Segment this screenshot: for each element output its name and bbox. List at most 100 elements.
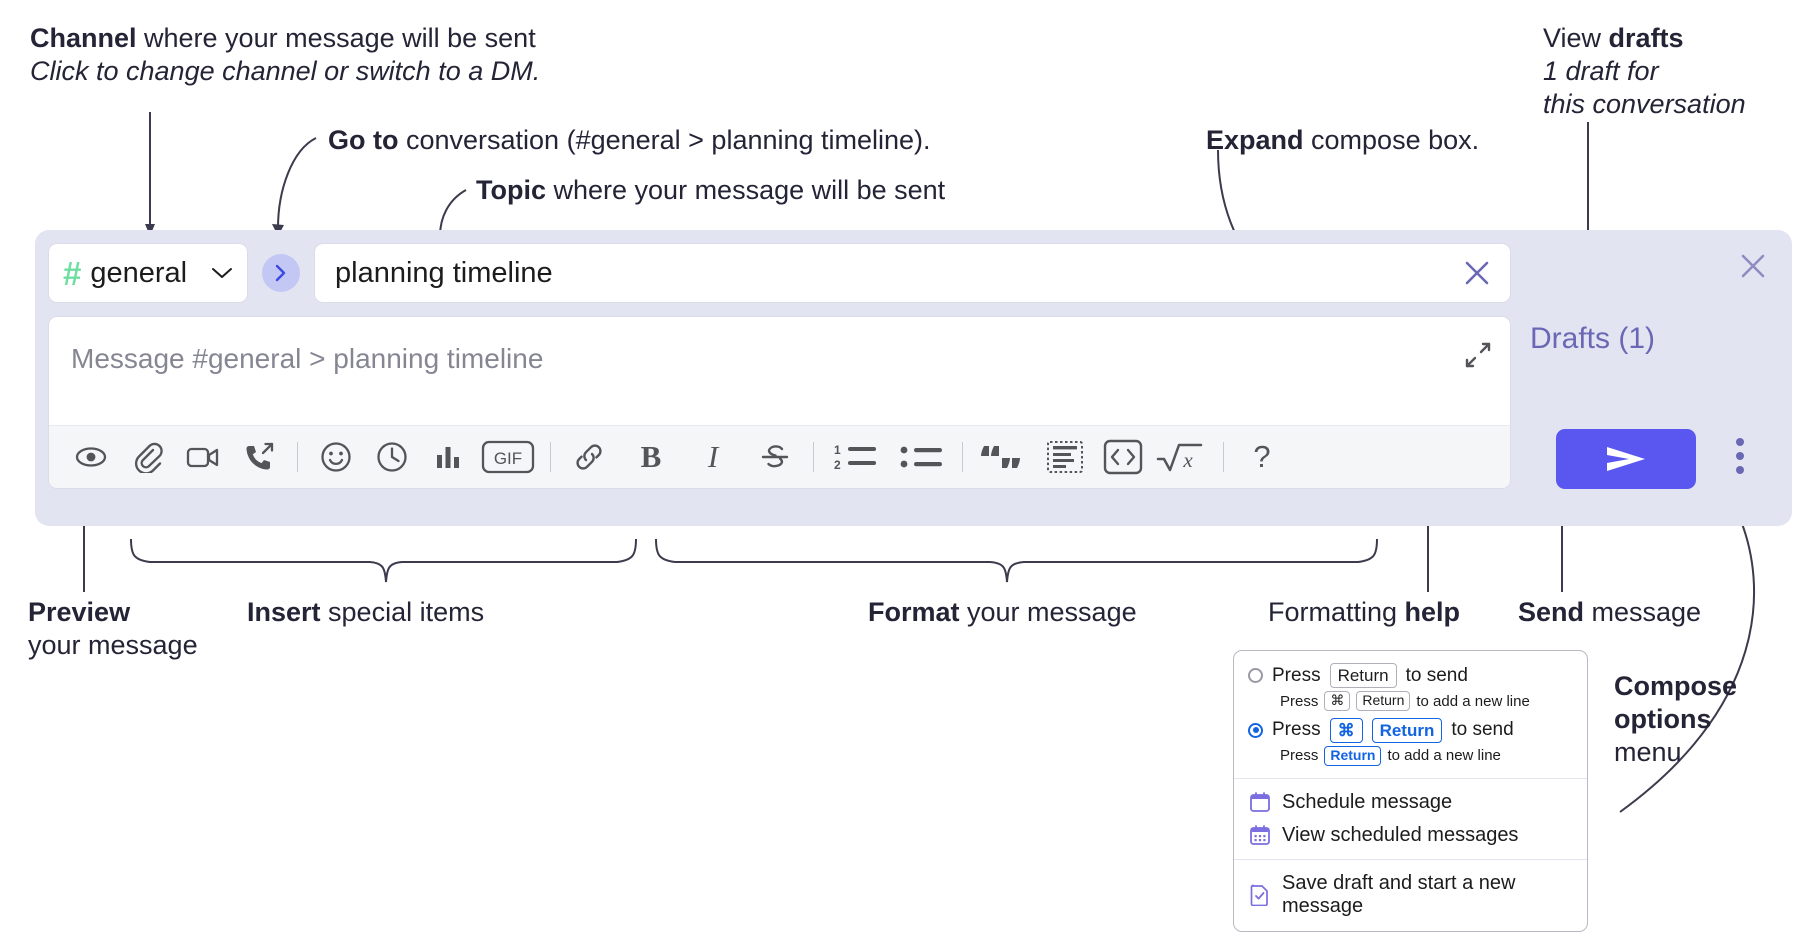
close-icon[interactable]: [1736, 249, 1770, 283]
annotation-compose-rest: menu: [1614, 736, 1682, 767]
annotation-topic-rest: where your message will be sent: [546, 175, 946, 205]
option1-suffix: to send: [1405, 664, 1468, 686]
option2-press: Press: [1272, 719, 1321, 741]
annotation-channel: Channel where your message will be sent …: [30, 22, 540, 88]
radio-icon-cmd-return[interactable]: [1248, 722, 1263, 738]
compose-options-menu-button[interactable]: [1736, 438, 1744, 474]
annotation-help-plain: Formatting: [1268, 597, 1405, 627]
annotation-preview-rest: your message: [28, 629, 198, 660]
kbd-cmd: ⌘: [1324, 691, 1351, 711]
strikethrough-icon[interactable]: [751, 433, 799, 481]
kbd-return: Return: [1329, 663, 1397, 689]
option1-sub-suffix: to add a new line: [1416, 692, 1530, 710]
emoji-icon[interactable]: [312, 433, 360, 481]
annotation-format-bold: Format: [868, 597, 960, 627]
message-placeholder: Message #general > planning timeline: [71, 343, 544, 374]
radio-icon-return[interactable]: [1248, 668, 1263, 684]
kbd-return-blue-sm: Return: [1324, 746, 1382, 766]
annotation-drafts-bold: drafts: [1608, 23, 1684, 53]
annotation-drafts-line2: 1 draft for: [1543, 55, 1659, 86]
annotation-topic: Topic where your message will be sent: [476, 174, 945, 207]
attachment-icon[interactable]: [123, 433, 171, 481]
annotation-compose-bold2: options: [1614, 703, 1712, 734]
kbd-return-sm: Return: [1356, 691, 1411, 711]
huddle-schedule-icon[interactable]: [368, 433, 416, 481]
toolbar-divider-4: [962, 442, 963, 472]
menu-divider-2: [1234, 858, 1587, 860]
italic-icon[interactable]: I: [707, 439, 719, 474]
chevron-down-icon: [211, 266, 233, 280]
annotation-insert: Insert special items: [247, 596, 484, 629]
annotation-goto-bold: Go to: [328, 125, 399, 155]
link-icon[interactable]: [565, 433, 613, 481]
video-clip-icon[interactable]: [179, 433, 227, 481]
ordered-list-icon[interactable]: 1 2: [828, 433, 882, 481]
menu-item-schedule-message[interactable]: Schedule message: [1234, 786, 1587, 819]
annotation-send-rest: message: [1584, 597, 1702, 627]
code-icon[interactable]: [1099, 433, 1147, 481]
toolbar-divider: [297, 442, 298, 472]
brace-format: [655, 538, 1378, 583]
annotation-channel-bold: Channel: [30, 23, 137, 53]
option2-suffix: to send: [1451, 719, 1514, 741]
calendar-grid-icon: [1249, 824, 1271, 846]
preview-icon[interactable]: [67, 433, 115, 481]
message-box: Message #general > planning timeline: [48, 316, 1511, 489]
option2-sub-suffix: to add a new line: [1387, 747, 1501, 765]
annotation-format-rest: your message: [959, 597, 1137, 627]
compose-options-menu: Press Return to send Press ⌘ Return to a…: [1233, 650, 1588, 932]
goto-conversation-button[interactable]: [262, 254, 300, 292]
menu-item-save-draft[interactable]: Save draft and start a new message: [1234, 867, 1587, 923]
brace-insert: [130, 538, 637, 583]
toolbar-divider-3: [813, 442, 814, 472]
calendar-icon: [1249, 791, 1271, 813]
expand-compose-icon[interactable]: [1462, 339, 1494, 371]
annotation-compose-options: Compose options menu: [1614, 670, 1737, 769]
kbd-cmd-blue: ⌘: [1329, 717, 1363, 743]
menu-item-view-scheduled-messages[interactable]: View scheduled messages: [1234, 819, 1587, 852]
channel-selector[interactable]: # general: [48, 243, 248, 303]
gif-icon[interactable]: GIF: [480, 433, 536, 481]
annotation-drafts: View drafts 1 draft for this conversatio…: [1543, 22, 1746, 121]
poll-icon[interactable]: [424, 433, 472, 481]
toolbar-divider-2: [550, 442, 551, 472]
menu-option-cmd-return-to-send[interactable]: Press ⌘ Return to send: [1234, 716, 1587, 745]
svg-text:x: x: [1182, 448, 1193, 472]
kbd-return-blue: Return: [1371, 717, 1443, 743]
annotation-expand: Expand compose box.: [1206, 124, 1479, 157]
compose-panel: # general planning timeline Message #gen…: [35, 230, 1792, 526]
audio-clip-icon[interactable]: [235, 433, 283, 481]
bulleted-list-icon[interactable]: [894, 433, 948, 481]
hash-icon: #: [63, 254, 82, 292]
annotation-expand-rest: compose box.: [1303, 125, 1480, 155]
menu-option-return-to-send[interactable]: Press Return to send: [1234, 661, 1587, 690]
send-button[interactable]: [1556, 429, 1696, 489]
math-icon[interactable]: x: [1153, 433, 1209, 481]
formatting-toolbar: GIF B I 1 2: [49, 425, 1510, 488]
code-block-icon[interactable]: [1041, 433, 1089, 481]
bold-icon[interactable]: B: [640, 439, 662, 474]
option1-sub-press: Press: [1280, 692, 1319, 710]
annotation-goto: Go to conversation (#general > planning …: [328, 124, 931, 157]
annotation-drafts-plain: View: [1543, 23, 1609, 53]
save-draft-icon: [1249, 884, 1271, 906]
annotation-drafts-line3: this conversation: [1543, 88, 1746, 119]
topic-field[interactable]: planning timeline: [314, 243, 1511, 303]
clear-topic-icon[interactable]: [1460, 256, 1494, 290]
message-input[interactable]: Message #general > planning timeline: [49, 317, 1510, 425]
annotation-help-bold: help: [1404, 597, 1461, 627]
annotation-preview-bold: Preview: [28, 597, 131, 627]
drafts-link[interactable]: Drafts (1): [1530, 322, 1656, 355]
annotation-insert-rest: special items: [320, 597, 485, 627]
menu-item-label: Save draft and start a new message: [1282, 871, 1516, 917]
option1-press: Press: [1272, 664, 1321, 686]
compose-inner: # general planning timeline Message #gen…: [48, 243, 1511, 489]
chevron-right-icon: [275, 264, 286, 282]
menu-divider-1: [1234, 777, 1587, 779]
annotation-formatting-help: Formatting help: [1268, 596, 1460, 629]
help-icon[interactable]: ?: [1253, 439, 1271, 474]
annotation-topic-bold: Topic: [476, 175, 546, 205]
send-paper-plane-icon: [1607, 447, 1645, 471]
blockquote-icon[interactable]: [977, 433, 1031, 481]
svg-text:1: 1: [834, 443, 841, 457]
